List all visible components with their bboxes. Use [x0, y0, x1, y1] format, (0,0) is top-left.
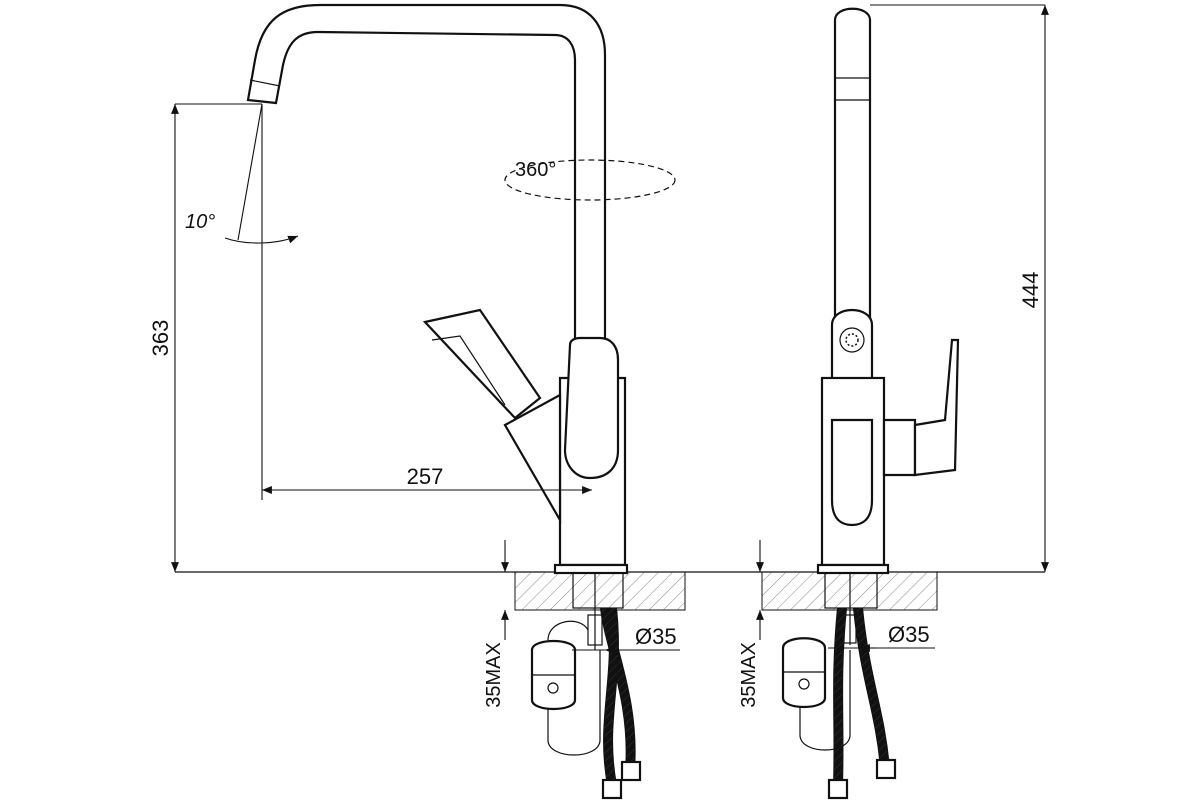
handle-lever [563, 336, 620, 480]
hole-diameter-right: Ø35 [888, 622, 930, 647]
side-lever-handle [913, 338, 960, 477]
hose-braid-2 [604, 607, 618, 786]
side-spray-head [422, 308, 542, 420]
spout-body [246, 3, 607, 347]
front-view: 363 257 10° 360° 35MAX Ø35 [148, 3, 1045, 800]
spray-hose-loop-top [547, 620, 589, 641]
spray-holes [845, 333, 859, 347]
side-spray-hose-loop [799, 650, 851, 751]
dim-spout-reach: 257 [407, 464, 444, 489]
hole-diameter-left: Ø35 [635, 624, 677, 649]
side-spray-detail [431, 335, 506, 406]
counter-slab-left [514, 571, 686, 611]
side-shank-top [824, 572, 878, 609]
side-hose-fitting-1 [875, 758, 897, 780]
hose-fitting-2 [601, 778, 623, 800]
spout-tip-ring [249, 79, 281, 87]
side-hose-fitting-2 [827, 778, 849, 800]
side-counterweight-screw [798, 678, 810, 690]
rotation-angle-label: 360° [515, 159, 556, 181]
side-base-ring [816, 563, 890, 575]
rotation-ellipse [504, 159, 676, 201]
spray-hose-loop [547, 650, 601, 756]
side-counterweight [781, 637, 827, 708]
side-view: 444 35MAX Ø35 [738, 4, 1049, 800]
side-handle-front [830, 418, 874, 527]
side-lever-base [882, 418, 917, 477]
counterweight-screw [547, 682, 559, 694]
side-hose-braid-1 [854, 607, 889, 769]
hose-fitting-1 [620, 760, 642, 782]
side-hose-braid-2 [834, 607, 846, 786]
spray-nozzle [839, 327, 865, 353]
dim-total-height: 444 [1018, 272, 1043, 309]
deck-thickness-right: 35MAX [738, 642, 760, 708]
tilt-arc [224, 235, 299, 244]
dim-spout-height: 363 [148, 320, 173, 357]
tilt-line [237, 103, 263, 241]
tilt-angle-label: 10° [185, 211, 215, 233]
faucet-base-ring [553, 563, 629, 575]
side-spout-body [833, 7, 872, 332]
shank-top [572, 572, 624, 609]
deck-thickness-left: 35MAX [483, 642, 505, 708]
hose-braid-1 [601, 607, 635, 771]
